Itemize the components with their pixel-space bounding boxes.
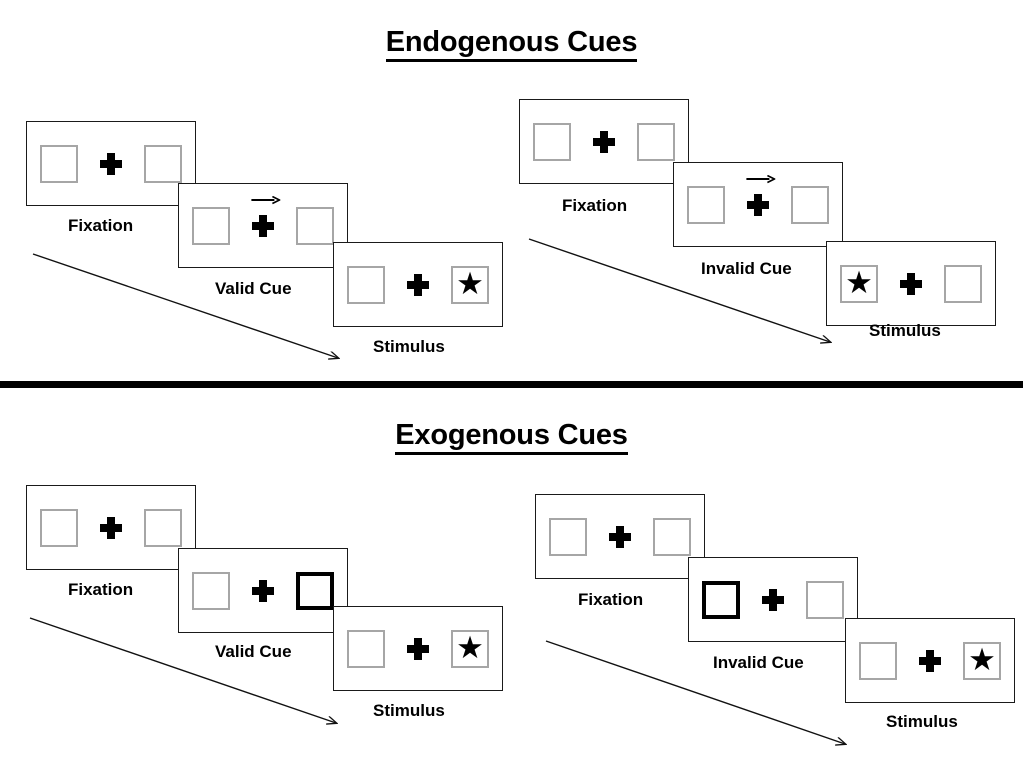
caption-exogenous-valid-fixation: Fixation (68, 580, 134, 599)
panel-endogenous-valid-fixation[interactable] (26, 121, 196, 206)
fixation-cross-icon (407, 273, 429, 296)
caption-endogenous-invalid-stimulus: Stimulus (869, 321, 941, 340)
target-box-left (40, 144, 78, 183)
fixation-cross-icon (746, 174, 776, 216)
target-box-left (533, 122, 571, 161)
target-box-right (806, 580, 844, 619)
target-box-right (637, 122, 675, 161)
panel-exogenous-valid-fixation[interactable] (26, 485, 196, 570)
target-box-right (144, 508, 182, 547)
panel-exogenous-valid-cue[interactable] (178, 548, 348, 633)
section-title-endogenous-text: Endogenous Cues (385, 26, 637, 62)
star-stimulus-icon: ★ (845, 265, 873, 300)
fixation-cross-icon (593, 130, 615, 153)
fixation-cross-icon (407, 637, 429, 660)
target-box-left (687, 185, 725, 224)
section-title-endogenous: Endogenous Cues (0, 26, 1023, 62)
target-box-left: ★ (840, 264, 878, 303)
fixation-cross-icon (100, 516, 122, 539)
panel-endogenous-valid-cue[interactable] (178, 183, 348, 268)
panel-endogenous-invalid-stimulus[interactable]: ★ (826, 241, 996, 326)
target-box-right (296, 206, 334, 245)
panel-exogenous-valid-stimulus[interactable]: ★ (333, 606, 503, 691)
panel-exogenous-invalid-fixation[interactable] (535, 494, 705, 579)
caption-endogenous-valid-fixation: Fixation (68, 216, 134, 235)
caption-exogenous-invalid-fixation: Fixation (578, 590, 644, 609)
fixation-cross-icon (762, 588, 784, 611)
panel-exogenous-invalid-stimulus[interactable]: ★ (845, 618, 1015, 703)
target-box-right: ★ (451, 265, 489, 304)
star-stimulus-icon: ★ (456, 266, 484, 301)
caption-endogenous-valid-cue: Valid Cue (215, 279, 292, 298)
target-box-right: ★ (963, 641, 1001, 680)
section-title-exogenous: Exogenous Cues (0, 419, 1023, 455)
cue-arrow-right-icon (746, 174, 776, 183)
target-box-left (347, 265, 385, 304)
caption-exogenous-invalid-stimulus: Stimulus (886, 712, 958, 731)
target-box-left (859, 641, 897, 680)
flow-arrow-exogenous-valid (29, 617, 336, 723)
target-box-right (144, 144, 182, 183)
caption-endogenous-invalid-cue: Invalid Cue (701, 259, 792, 278)
target-box-right (653, 517, 691, 556)
fixation-cross-icon (251, 195, 281, 237)
cue-arrow-right-icon (251, 195, 281, 204)
target-box-left (549, 517, 587, 556)
section-divider (0, 381, 1023, 388)
target-box-left (40, 508, 78, 547)
fixation-cross-icon (919, 649, 941, 672)
fixation-cross-icon (609, 525, 631, 548)
panel-endogenous-invalid-cue[interactable] (673, 162, 843, 247)
flow-arrow-endogenous-invalid (528, 238, 830, 342)
panel-endogenous-invalid-fixation[interactable] (519, 99, 689, 184)
target-box-right: ★ (451, 629, 489, 668)
target-box-left (347, 629, 385, 668)
cued-box-right (296, 571, 334, 610)
fixation-cross-icon (900, 272, 922, 295)
fixation-cross-icon (252, 579, 274, 602)
panel-exogenous-invalid-cue[interactable] (688, 557, 858, 642)
star-stimulus-icon: ★ (968, 642, 996, 677)
caption-endogenous-invalid-fixation: Fixation (562, 196, 628, 215)
caption-exogenous-valid-stimulus: Stimulus (373, 701, 445, 720)
target-box-left (192, 206, 230, 245)
caption-endogenous-valid-stimulus: Stimulus (373, 337, 445, 356)
panel-endogenous-valid-stimulus[interactable]: ★ (333, 242, 503, 327)
cued-box-left (702, 580, 740, 619)
target-box-right (944, 264, 982, 303)
target-box-right (791, 185, 829, 224)
fixation-cross-icon (100, 152, 122, 175)
target-box-left (192, 571, 230, 610)
caption-exogenous-invalid-cue: Invalid Cue (713, 653, 804, 672)
star-stimulus-icon: ★ (456, 630, 484, 665)
flow-arrow-endogenous-valid (32, 253, 338, 358)
section-title-exogenous-text: Exogenous Cues (395, 419, 628, 455)
caption-exogenous-valid-cue: Valid Cue (215, 642, 292, 661)
